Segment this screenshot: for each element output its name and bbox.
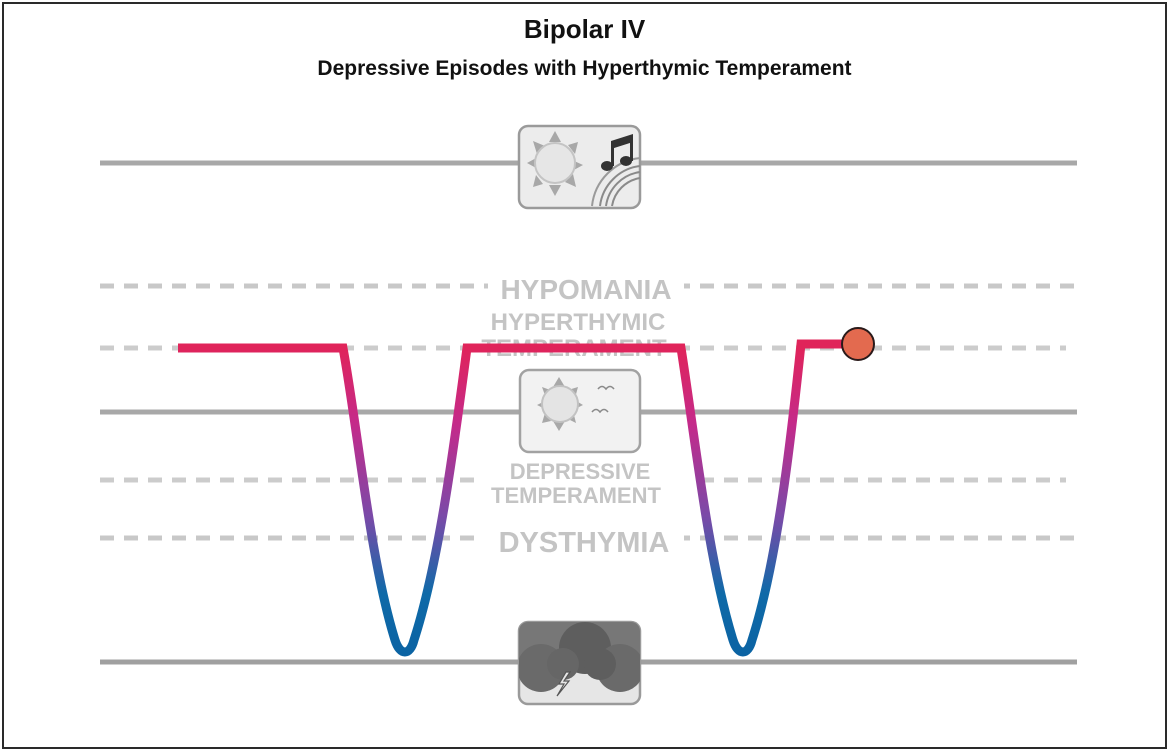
lightning-bolt-icon <box>556 671 572 697</box>
figure-subtitle: Depressive Episodes with Hyperthymic Tem… <box>317 57 852 80</box>
mood-course-line <box>178 339 856 657</box>
label-hypomania: HYPOMANIA <box>500 274 671 305</box>
sun-and-birds-icon <box>518 368 642 454</box>
label-dysthymia: DYSTHYMIA <box>499 527 670 559</box>
storm-cloud-icon <box>517 620 642 706</box>
sun-and-music-icon <box>517 124 642 210</box>
label-depressive-line2: TEMPERAMENT <box>491 483 661 508</box>
label-depressive-line1: DEPRESSIVE <box>510 459 651 484</box>
current-state-marker <box>841 327 875 361</box>
figure-title: Bipolar IV <box>523 14 646 44</box>
label-hyperthymic-line1: HYPERTHYMIC <box>491 309 666 336</box>
